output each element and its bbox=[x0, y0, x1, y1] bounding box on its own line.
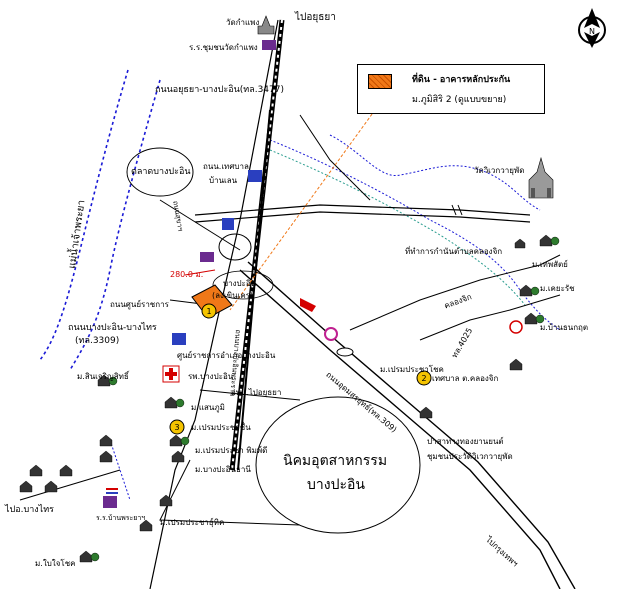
legend-leader bbox=[229, 109, 376, 311]
label-m-prem-pracha-chuak: ม.เปรมประชาโชค bbox=[380, 365, 444, 374]
north-arrow-icon: N bbox=[578, 8, 606, 48]
label-wat-wiwek: วัดวิเวกวายุพัด bbox=[474, 166, 525, 175]
gov-center-icon bbox=[172, 333, 186, 345]
label-m-prem-pracha-chok2: ม.เปรมประชาธุ์ทิค bbox=[160, 518, 225, 527]
marker-3[interactable] bbox=[169, 419, 185, 435]
marker-2[interactable] bbox=[416, 370, 432, 386]
road-local-5 bbox=[109, 439, 131, 501]
marker-3-label: 3 bbox=[174, 423, 179, 432]
label-m-bai-joy: ม.ใบใจโชค bbox=[35, 559, 76, 568]
railway-line-2 bbox=[237, 109, 271, 471]
school-icon bbox=[262, 40, 276, 50]
label-school-ban-phraya: ร.ร.บ้านพระยาฯ bbox=[96, 514, 146, 522]
village-icons bbox=[19, 234, 560, 563]
label-ban-len: บ้านเลน bbox=[209, 176, 238, 185]
road-highway-309 bbox=[239, 269, 561, 589]
road-4025 bbox=[349, 254, 561, 331]
temple-wat-wiwek-icon bbox=[528, 156, 554, 199]
bridge-mark bbox=[451, 204, 463, 216]
label-gov-center: ศูนย์ราชการอำเภอบางปะอิน bbox=[177, 351, 276, 360]
temple-icon bbox=[257, 15, 275, 35]
legend-swatch bbox=[368, 74, 392, 89]
compass-label: N bbox=[589, 27, 595, 36]
river-bank-east bbox=[69, 79, 161, 371]
label-market: ตลาดบางปะอิน bbox=[131, 167, 191, 177]
road-east-west-2 bbox=[194, 211, 531, 223]
label-municipality-khlong-chik: เทศบาล ต.คลองจิก bbox=[432, 374, 499, 383]
municipality-icon bbox=[248, 170, 262, 182]
industrial-estate-circle bbox=[255, 396, 421, 534]
honda-logo-icon bbox=[300, 298, 316, 312]
map-legend: ที่ดิน - อาคารหลักประกัน ม.ภูมิสิริ 2 (ด… bbox=[357, 64, 545, 114]
junction-circle bbox=[218, 233, 252, 261]
marker-1[interactable] bbox=[201, 303, 217, 319]
road-bangpain-bangsai bbox=[19, 469, 121, 501]
market-circle bbox=[126, 147, 194, 197]
label-road-3309: (ทล.3309) bbox=[75, 336, 120, 346]
label-m-cheratchai: ม.เคยะรัช bbox=[540, 284, 575, 293]
label-wat-kamphaeng: วัดกำแพง bbox=[226, 18, 260, 27]
label-m-bang-pa-in-thani: ม.บางปะอินธานี bbox=[195, 465, 251, 474]
label-m-saphaet: ม.เทพสัตย์ bbox=[532, 260, 568, 269]
label-service-center: ถนนศูนย์ราชการ bbox=[110, 300, 169, 309]
road-4025-b bbox=[419, 294, 561, 341]
road-highway-309-b bbox=[247, 261, 576, 589]
marker-1-label: 1 bbox=[206, 307, 211, 316]
marker-2-label: 2 bbox=[421, 374, 426, 383]
label-office-land: ที่ทำการกำนันตำบลคลองจิก bbox=[405, 247, 503, 256]
road-local-6 bbox=[299, 114, 371, 201]
label-police: ปาสาทางทองยานยนต์ bbox=[427, 437, 504, 446]
school-ban-phraya-icon bbox=[103, 496, 117, 508]
label-industrial-estate-2: บางปะอิน bbox=[307, 477, 365, 493]
canal-upper bbox=[329, 134, 541, 211]
label-industrial-estate-1: นิคมอุตสาหกรรม bbox=[283, 453, 388, 469]
label-m-ban-thanakrit: ม.บ้านธนกฤต bbox=[540, 323, 589, 332]
phone-icon bbox=[222, 218, 234, 230]
bangpain-circle bbox=[212, 270, 274, 300]
hospital-icon bbox=[162, 365, 180, 383]
label-to-ayutthaya[interactable]: ไปอยุธยา bbox=[295, 12, 336, 23]
label-hospital: รพ.บางปะอิน bbox=[188, 372, 234, 381]
label-school-wat-kamphaeng: ร.ร.ชุมชนวัดกำแพง bbox=[189, 43, 258, 52]
label-junction-2: (ลงเขินเคร) bbox=[212, 291, 254, 300]
label-m-prem-pracha-ruen: ม.เปรมประชาชื่น bbox=[191, 423, 251, 432]
legend-subtitle: ม.ภูมิสิริ 2 (ดูแบบขยาย) bbox=[412, 95, 507, 105]
label-junction: บางปะอิน bbox=[223, 279, 257, 288]
road-east-west bbox=[194, 204, 531, 216]
canal-khlong-chik bbox=[269, 139, 561, 331]
label-distance: 280.0 ม. bbox=[170, 270, 204, 279]
bank-icon bbox=[200, 252, 214, 262]
label-road-ayutthaya-bangpain: ถนนอยุธยา-บางปะอิน(ทล.3477) bbox=[155, 85, 285, 95]
distance-line bbox=[184, 269, 216, 276]
road-local-3 bbox=[199, 389, 301, 401]
canal-khlong-chik-2 bbox=[269, 149, 526, 306]
label-municipality: ถนน.เทศบาล bbox=[203, 162, 249, 171]
label-wat-school: ชุมชนประวัติวิเวกวายุพัด bbox=[427, 452, 513, 461]
gas-station-icon bbox=[324, 327, 338, 341]
label-to-bang-sai[interactable]: ไปอ.บางไทร bbox=[5, 505, 54, 515]
esso-logo-icon bbox=[336, 347, 354, 357]
parking-icon bbox=[509, 320, 523, 334]
flag-icon bbox=[106, 488, 118, 494]
road-ayutthaya-bangpain bbox=[149, 19, 279, 589]
road-local-1 bbox=[159, 199, 241, 251]
legend-title: ที่ดิน - อาคารหลักประกัน bbox=[412, 75, 511, 85]
label-m-sanphumi: ม.แสนภูมิ bbox=[191, 403, 225, 412]
label-district-office: อพบ.ไปอยุธยา bbox=[231, 388, 282, 397]
road-local-4 bbox=[159, 459, 301, 526]
label-road-banpain-sub: ถนนบางปะอิน-บางไทร bbox=[68, 323, 157, 333]
label-m-prem-pracha-phimon: ม.เปรมประชา พิมพ์ดี bbox=[195, 446, 268, 455]
label-m-silver: ม.สินเจริญสิทธิ์ bbox=[77, 372, 129, 381]
